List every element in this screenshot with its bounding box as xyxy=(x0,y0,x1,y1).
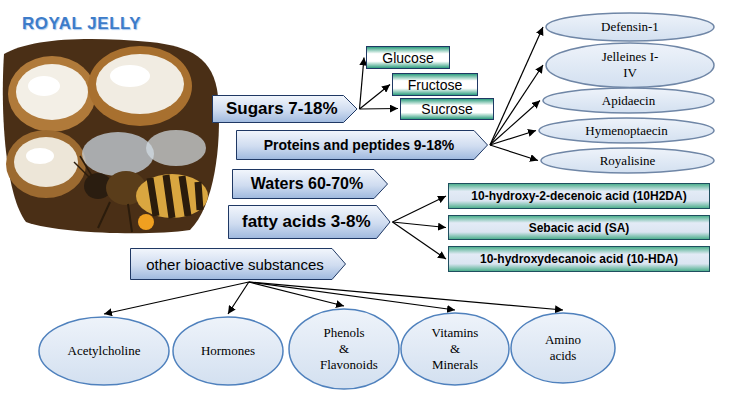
band-outline xyxy=(213,96,358,123)
ellipse-outline xyxy=(39,317,169,385)
component-box: Fructose xyxy=(392,73,478,96)
connector-arrow xyxy=(490,131,536,146)
band-outline xyxy=(131,249,346,280)
component-band: Waters 60-70% xyxy=(232,169,388,199)
connector-arrow xyxy=(360,108,399,110)
connector-arrow xyxy=(249,282,563,310)
connector-arrow xyxy=(490,145,538,161)
connector-arrow xyxy=(360,58,365,110)
connector-arrow xyxy=(393,222,447,228)
node-label: Amino acids xyxy=(541,332,586,364)
node-label: Sucrose xyxy=(421,101,472,117)
component-ellipse: Hymenoptaecin xyxy=(538,117,715,144)
ellipse-outline xyxy=(539,118,714,143)
connector-arrow xyxy=(490,27,543,145)
ellipse-outline xyxy=(546,13,714,41)
node-label: Fructose xyxy=(408,77,462,93)
ellipse-outline xyxy=(543,88,714,113)
diagram-title: ROYAL JELLY xyxy=(22,14,141,34)
ellipse-outline xyxy=(289,309,399,389)
component-ellipse: Jelleines I-IV xyxy=(545,42,715,88)
ellipse-outline xyxy=(541,148,714,173)
node-label: 10-hydroxydecanoic acid (10-HDA) xyxy=(480,252,678,266)
node-label: 10-hydroxy-2-decenoic acid (10H2DA) xyxy=(471,189,686,203)
band-outline xyxy=(229,206,391,239)
ellipse-outline xyxy=(511,313,615,383)
node-label: Vitamins & Minerals xyxy=(428,325,483,373)
node-label: Proteins and peptides 9-18% xyxy=(264,137,455,153)
royal-jelly-illustration xyxy=(0,36,222,236)
component-box: Sucrose xyxy=(400,98,494,120)
component-band: Sugars 7-18% xyxy=(212,95,358,123)
node-label: Waters 60-70% xyxy=(251,175,363,193)
connector-arrow xyxy=(228,282,249,314)
component-ellipse: Apidaecin xyxy=(542,87,715,114)
node-label: Apidaecin xyxy=(602,93,655,109)
ellipse-outline xyxy=(546,43,714,87)
node-label: Hormones xyxy=(201,343,255,359)
connector-arrow xyxy=(249,282,344,306)
connector-arrow xyxy=(490,65,543,145)
connector-arrow xyxy=(393,196,447,222)
component-box: Sebacic acid (SA) xyxy=(448,215,710,240)
component-ellipse: Acetylcholine xyxy=(38,316,170,386)
connector-arrow xyxy=(104,282,249,314)
node-label: Acetylcholine xyxy=(68,343,141,359)
node-label: Royalisine xyxy=(600,153,656,169)
component-ellipse: Defensin-1 xyxy=(545,12,715,42)
component-band: other bioactive substances xyxy=(130,248,346,280)
component-band: Proteins and peptides 9-18% xyxy=(236,130,488,160)
band-outline xyxy=(237,131,488,160)
component-box: 10-hydroxy-2-decenoic acid (10H2DA) xyxy=(448,183,710,209)
band-outline xyxy=(233,170,388,199)
component-ellipse: Phenols & Flavonoids xyxy=(288,308,400,390)
node-label: Jelleines I-IV xyxy=(599,49,661,81)
ellipse-outline xyxy=(173,317,283,385)
node-label: Sebacic acid (SA) xyxy=(529,221,630,235)
node-label: Sugars 7-18% xyxy=(226,99,338,119)
component-ellipse: Royalisine xyxy=(540,147,715,174)
node-label: Glucose xyxy=(382,50,433,66)
node-label: fatty acids 3-8% xyxy=(242,212,371,232)
node-label: Phenols & Flavonoids xyxy=(320,325,368,373)
connector-arrow xyxy=(490,101,540,146)
node-label: Hymenoptaecin xyxy=(585,123,667,139)
node-label: other bioactive substances xyxy=(146,256,324,273)
connector-arrow xyxy=(360,85,391,110)
component-box: 10-hydroxydecanoic acid (10-HDA) xyxy=(448,246,710,272)
component-band: fatty acids 3-8% xyxy=(228,205,391,239)
component-box: Glucose xyxy=(366,46,450,69)
connector-arrow xyxy=(393,222,447,259)
component-ellipse: Hormones xyxy=(172,316,284,386)
connector-arrow xyxy=(249,282,455,310)
component-ellipse: Amino acids xyxy=(510,312,616,384)
node-label: Defensin-1 xyxy=(601,19,659,35)
ellipse-outline xyxy=(401,313,509,385)
component-ellipse: Vitamins & Minerals xyxy=(400,312,510,386)
